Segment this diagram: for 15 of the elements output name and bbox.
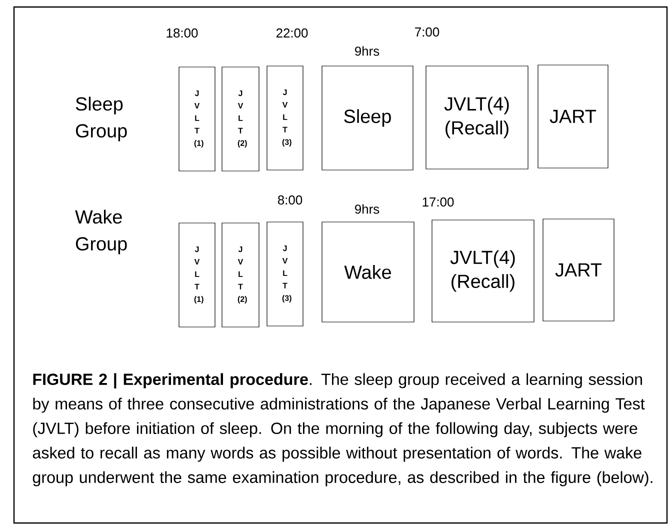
process-box: Wake: [322, 222, 414, 322]
group-label: Wake Group: [75, 210, 127, 254]
process-box: Sleep: [322, 66, 414, 170]
process-box: JVLT(4) (Recall): [432, 220, 534, 322]
time-label: 7:00: [415, 27, 440, 37]
time-label: 9hrs: [355, 204, 380, 214]
time-label: 18:00: [166, 28, 198, 38]
time-label: 22:00: [276, 28, 308, 38]
process-box: JART: [542, 218, 614, 322]
group-label: Sleep Group: [76, 96, 127, 142]
time-label: 17:00: [422, 197, 454, 207]
process-box: JART: [538, 64, 608, 168]
process-box: JVLT(4) (Recall): [426, 66, 528, 170]
time-label: 8:00: [278, 195, 302, 205]
caption: FIGURE 2 | Experimental procedure. The sleep group received a learning session by means of three consecutive administrations of the Japanese Verbal Learning Test (JVLT) before initiation of sleep. On the morning of the following day, subjects were asked to recall as many words as possible without presentation of words. The wake group underwent the same examination procedure, as described in the figure (below).: [32, 373, 652, 486]
